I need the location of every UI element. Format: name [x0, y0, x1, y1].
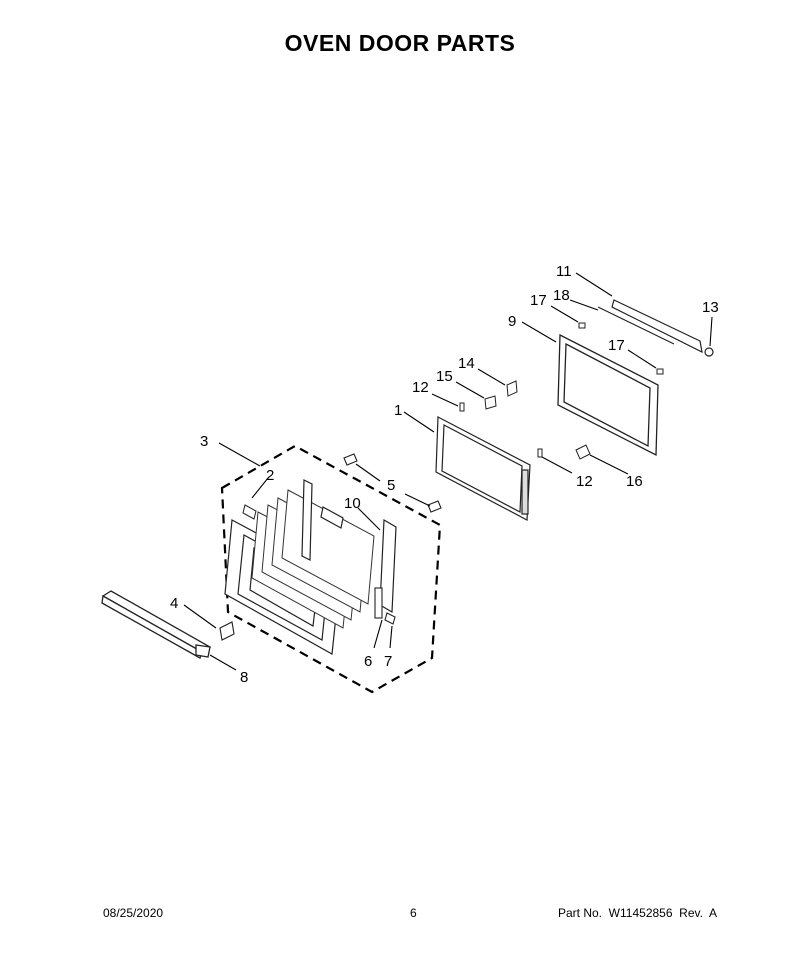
- small-pads: [578, 322, 664, 375]
- part-4-clip: [219, 621, 235, 641]
- callout-10: 10: [344, 495, 361, 512]
- callout-12-left: 12: [412, 379, 429, 396]
- inner-door-panel: [435, 416, 531, 521]
- top-trim: [597, 299, 703, 354]
- page-title: OVEN DOOR PARTS: [284, 30, 516, 56]
- callout-17-left: 17: [530, 292, 547, 309]
- inner-glass-panel: [557, 333, 659, 457]
- small-clips-upper: [459, 380, 518, 412]
- callout-1: 1: [394, 402, 402, 419]
- part-2-bracket: [242, 504, 257, 520]
- footer-part-number: Part No. W11452856 Rev. A: [558, 906, 717, 920]
- callout-3: 3: [200, 433, 208, 450]
- callout-16: 16: [626, 473, 643, 490]
- small-clips-lower: [537, 444, 591, 460]
- callout-5: 5: [387, 477, 395, 494]
- hinge-parts: [374, 587, 396, 625]
- callout-labels: 1 2 3 4 5 6 7 8 9 10 11 12 12 13 14 15 1…: [170, 263, 719, 686]
- callout-12-right: 12: [576, 473, 593, 490]
- screw-13: [704, 347, 714, 357]
- footer-date: 08/25/2020: [103, 906, 164, 920]
- callout-6: 6: [364, 653, 372, 670]
- callout-9: 9: [508, 313, 516, 330]
- door-handle: [101, 590, 212, 659]
- screws: [343, 453, 442, 513]
- footer-page-number: 6: [410, 906, 417, 920]
- callout-18: 18: [553, 287, 570, 304]
- callout-7: 7: [384, 653, 392, 670]
- callout-8: 8: [240, 669, 248, 686]
- callout-2: 2: [266, 467, 274, 484]
- callout-15: 15: [436, 368, 453, 385]
- callout-14: 14: [458, 355, 475, 372]
- callout-11: 11: [556, 263, 572, 280]
- door-frame-rails: [301, 479, 397, 614]
- callout-17-right: 17: [608, 337, 625, 354]
- callout-4: 4: [170, 595, 178, 612]
- callout-13: 13: [702, 299, 719, 316]
- leader-lines: [183, 272, 713, 671]
- door-assembly-outline: [220, 444, 442, 694]
